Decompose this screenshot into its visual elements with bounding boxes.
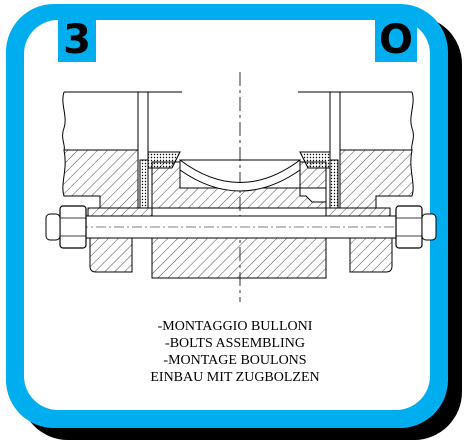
caption: -MONTAGGIO BULLONI -BOLTS ASSEMBLING -MO… bbox=[0, 318, 470, 386]
pipe-break-left bbox=[62, 91, 66, 151]
valve-disc bbox=[179, 159, 301, 192]
lower-body bbox=[151, 237, 327, 279]
caption-line-english: -BOLTS ASSEMBLING bbox=[165, 336, 305, 351]
flange-right bbox=[339, 149, 414, 209]
pipe-break-right bbox=[410, 91, 414, 151]
bolt-end-left bbox=[45, 213, 61, 241]
bolt-end-right bbox=[421, 213, 437, 241]
mark-badge: O bbox=[375, 18, 417, 62]
upper-plate-right bbox=[325, 207, 391, 217]
gasket-right bbox=[329, 159, 339, 209]
lower-flange-left bbox=[89, 237, 133, 273]
nut-left bbox=[59, 205, 87, 249]
upper-plate-left bbox=[87, 207, 153, 217]
key-detail bbox=[299, 187, 327, 203]
gasket-left bbox=[139, 159, 149, 209]
step-number-badge: 3 bbox=[58, 18, 96, 62]
caption-line-italian: -MONTAGGIO BULLONI bbox=[157, 319, 313, 334]
frame-inner bbox=[24, 20, 430, 410]
lower-flange-right bbox=[349, 237, 393, 273]
nut-right bbox=[395, 205, 423, 249]
tie-rod bbox=[59, 215, 419, 239]
caption-line-german: EINBAU MIT ZUGBOLZEN bbox=[150, 370, 320, 385]
caption-line-french: -MONTAGE BOULONS bbox=[163, 353, 307, 368]
